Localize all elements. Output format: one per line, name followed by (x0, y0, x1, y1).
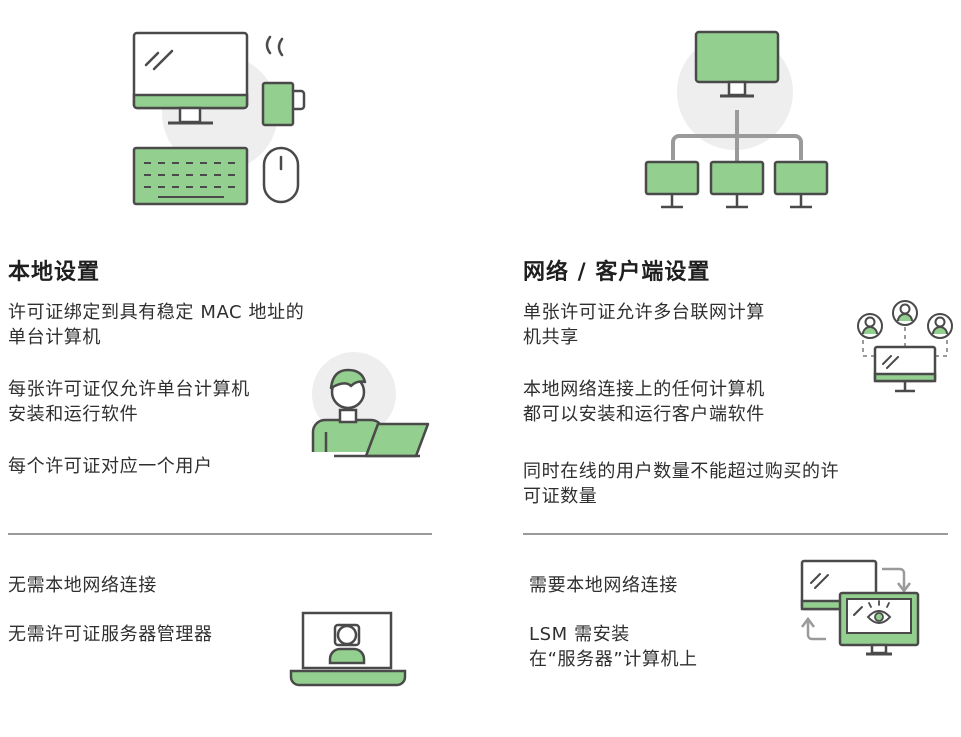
right-bottom-2: LSM 需安装 在“服务器”计算机上 (529, 622, 698, 672)
right-point-3-line-2: 可证数量 (523, 486, 598, 507)
right-point-2-line-2: 都可以安装和运行客户端软件 (523, 404, 765, 425)
right-point-2: 本地网络连接上的任何计算机 都可以安装和运行客户端软件 (523, 377, 765, 427)
left-point-2-line-1: 每张许可证仅允许单台计算机 (8, 379, 250, 400)
right-bottom-1: 需要本地网络连接 (529, 575, 678, 596)
right-point-3: 同时在线的用户数量不能超过购买的许 可证数量 (523, 459, 839, 509)
right-point-1-line-2: 机共享 (523, 327, 579, 348)
desktop-workstation-icon (132, 31, 306, 206)
laptop-user-icon (311, 352, 430, 458)
left-point-2-line-2: 安装和运行软件 (8, 404, 139, 425)
left-point-3-line-1: 每个许可证对应一个用户 (8, 456, 213, 477)
video-user-laptop-icon (289, 611, 407, 687)
right-bottom-2-line-1: LSM 需安装 (529, 624, 630, 645)
left-point-1-line-1: 许可证绑定到具有稳定 MAC 地址的 (8, 302, 305, 323)
left-point-1: 许可证绑定到具有稳定 MAC 地址的 单台计算机 (8, 300, 304, 350)
network-tree-icon (644, 30, 829, 209)
right-title: 网络 / 客户端设置 (523, 260, 711, 285)
right-point-2-line-1: 本地网络连接上的任何计算机 (523, 379, 765, 400)
right-bottom-2-line-2: 在“服务器”计算机上 (529, 649, 698, 670)
right-point-3-line-1: 同时在线的用户数量不能超过购买的许 (523, 461, 840, 482)
left-bottom-2: 无需许可证服务器管理器 (8, 624, 213, 645)
shared-users-monitor-icon (857, 300, 953, 393)
right-divider (523, 533, 948, 535)
left-point-2: 每张许可证仅允许单台计算机 安装和运行软件 (8, 377, 250, 427)
server-monitors-sync-icon (800, 559, 920, 656)
right-point-1: 单张许可证允许多台联网计算 机共享 (523, 300, 765, 350)
left-point-3: 每个许可证对应一个用户 (8, 454, 213, 479)
right-point-1-line-1: 单张许可证允许多台联网计算 (523, 302, 765, 323)
left-point-1-line-2: 单台计算机 (8, 327, 101, 348)
left-title: 本地设置 (8, 260, 101, 285)
left-bottom-1: 无需本地网络连接 (8, 575, 157, 596)
left-divider (8, 533, 432, 535)
